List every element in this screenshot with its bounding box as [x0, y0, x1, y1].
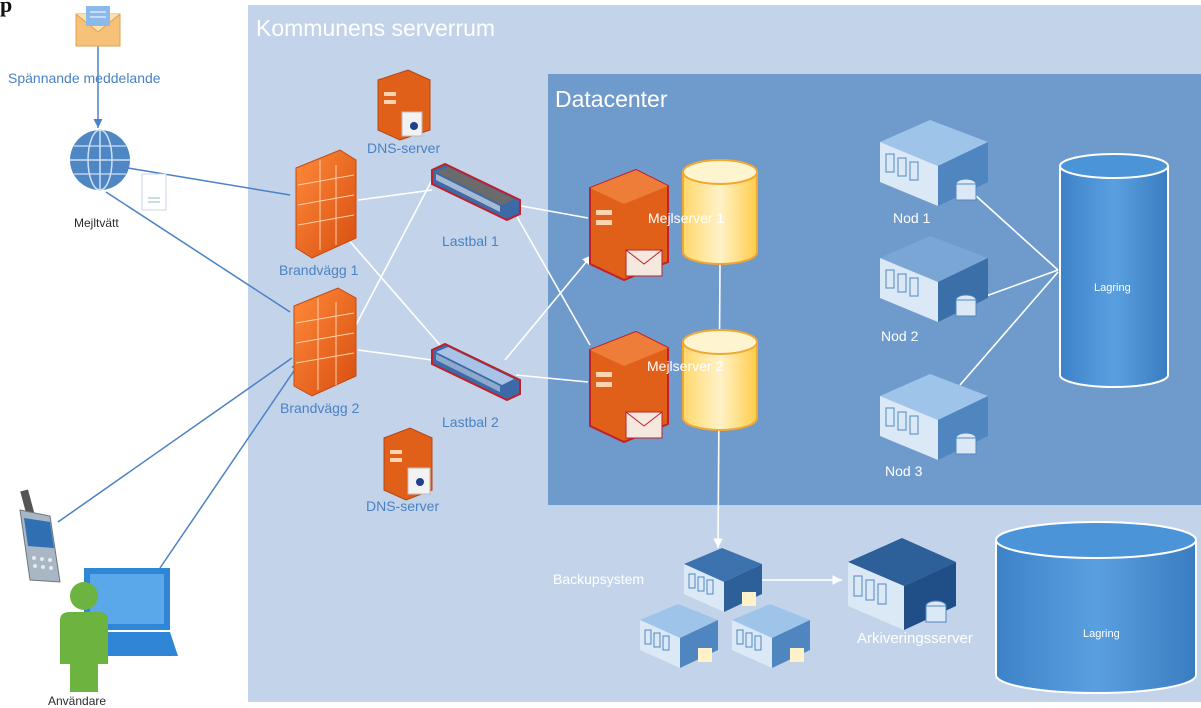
- label-archive: Arkiveringsserver: [857, 630, 973, 647]
- label-node1: Nod 1: [893, 210, 931, 226]
- serverroom-title: Kommunens serverrum: [256, 15, 496, 41]
- rack-server-icon: [880, 236, 988, 322]
- load-balancer-icon: [431, 162, 521, 222]
- mail-server-icon: [589, 168, 669, 282]
- dns-server-icon: [383, 427, 433, 501]
- label-user: Användare: [48, 694, 107, 708]
- document-icon: [141, 173, 167, 211]
- label-fw2: Brandvägg 2: [280, 400, 360, 416]
- storage-cylinder-icon: [1059, 153, 1169, 388]
- database-icon: [682, 329, 758, 431]
- rack-server-icon: [848, 538, 956, 630]
- mail-server-icon: [589, 330, 669, 444]
- label-message: Spännande meddelande: [8, 70, 161, 86]
- mobile-phone-icon: [19, 489, 61, 583]
- person-icon: [60, 582, 108, 692]
- label-storage2: Lagring: [1083, 628, 1120, 640]
- label-mail2: Mejlserver 2: [647, 358, 724, 374]
- label-node2: Nod 2: [881, 328, 919, 344]
- corner-text-fragment: p: [0, 0, 13, 17]
- rack-server-icon: [732, 604, 810, 668]
- label-mail1: Mejlserver 1: [648, 210, 725, 226]
- envelope-icon: [75, 6, 121, 47]
- firewall-icon: [293, 287, 357, 397]
- load-balancer-icon: [431, 342, 521, 402]
- label-wash: Mejltvätt: [74, 216, 119, 230]
- label-lb1: Lastbal 1: [442, 233, 499, 249]
- label-lb2: Lastbal 2: [442, 414, 499, 430]
- rack-server-icon: [684, 548, 762, 612]
- label-backup: Backupsystem: [553, 571, 645, 587]
- label-storage1: Lagring: [1094, 282, 1131, 294]
- rack-server-icon: [880, 120, 988, 206]
- datacenter-title: Datacenter: [555, 86, 668, 112]
- database-icon: [682, 159, 758, 265]
- rack-server-icon: [640, 604, 718, 668]
- label-dns1: DNS-server: [367, 140, 441, 156]
- label-dns2: DNS-server: [366, 498, 440, 514]
- rack-server-icon: [880, 374, 988, 460]
- external-links: [57, 42, 301, 569]
- label-node3: Nod 3: [885, 463, 923, 479]
- globe-icon: [70, 129, 130, 191]
- dns-server-icon: [377, 69, 431, 141]
- storage-cylinder-icon: [995, 521, 1197, 694]
- label-fw1: Brandvägg 1: [279, 262, 359, 278]
- firewall-icon: [295, 149, 357, 259]
